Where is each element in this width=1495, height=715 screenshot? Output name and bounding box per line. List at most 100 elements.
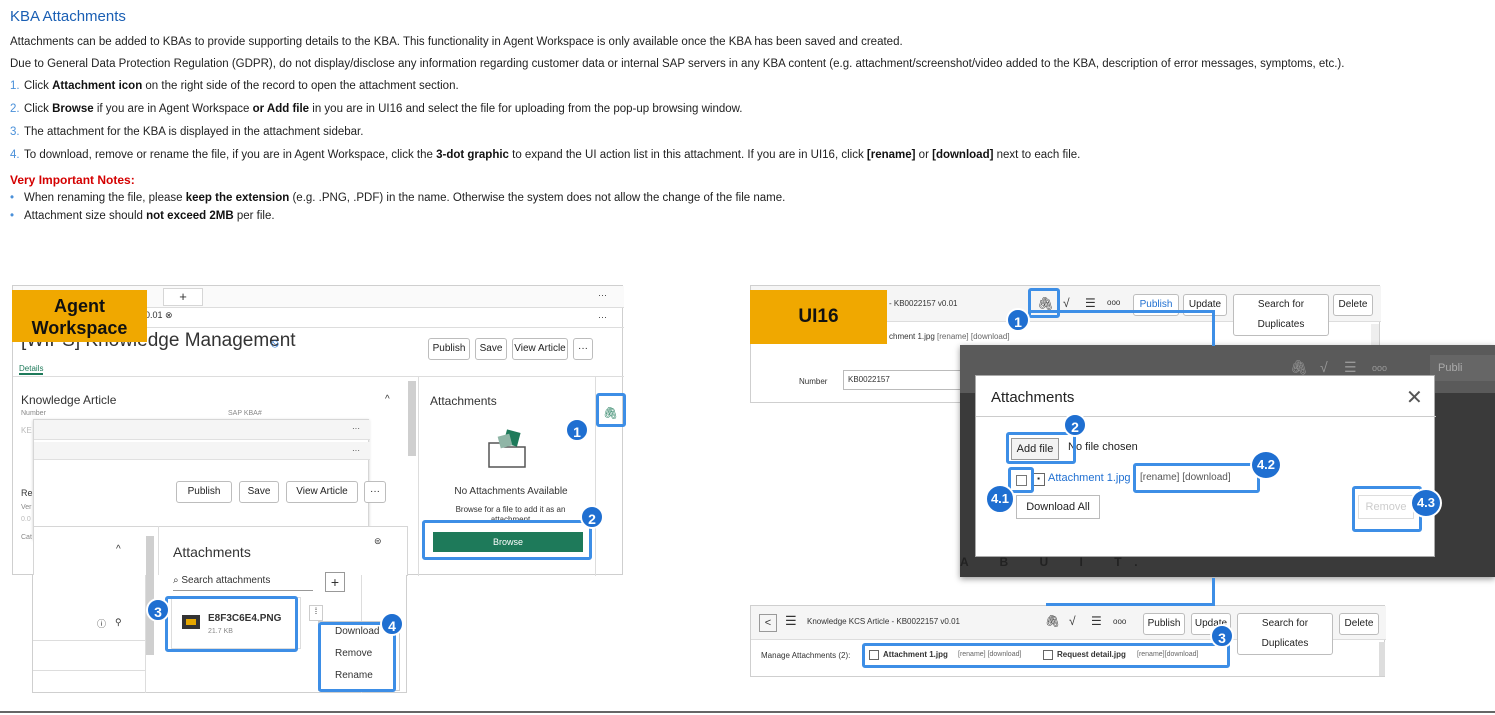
save-button-top[interactable]: Save: [475, 338, 507, 360]
form-scrollbar[interactable]: [408, 381, 416, 456]
panel-side-icon[interactable]: ⊜: [374, 536, 382, 546]
bottom-publish-button[interactable]: Publish: [1143, 613, 1185, 635]
modal-rename-download[interactable]: [rename] [download]: [1140, 472, 1231, 483]
ui16-search-duplicates-button[interactable]: Search for Duplicates: [1233, 294, 1329, 336]
bottom-more-icon[interactable]: ooo: [1113, 617, 1127, 626]
callout-3: 3: [146, 598, 170, 622]
modal-close-icon[interactable]: ✕: [1406, 387, 1423, 409]
view-article-button[interactable]: View Article: [286, 481, 358, 503]
add-attachment-button[interactable]: +: [325, 572, 345, 592]
knowledge-article-title: Knowledge Article: [21, 393, 117, 407]
bottom-activity-icon[interactable]: √: [1069, 614, 1076, 628]
callout-4: 4: [380, 612, 404, 636]
number-field-label: Number: [21, 410, 46, 417]
bottom-file2-icon: [1043, 650, 1053, 660]
menu-rename[interactable]: Rename: [335, 670, 373, 681]
image-file-icon: [182, 615, 200, 629]
overlay-more-1[interactable]: ···: [352, 424, 360, 433]
ui16-label: UI16: [750, 290, 887, 344]
publish-button-top[interactable]: Publish: [428, 338, 470, 360]
collapse-chevron[interactable]: ^: [385, 394, 390, 405]
manage-attachments-label: Manage Attachments (2):: [761, 651, 851, 660]
browse-hint-text: Browse for a file to add it as an attach…: [455, 505, 566, 524]
paperclip-icon[interactable]: 🖇: [1037, 296, 1054, 311]
bottom-search-duplicates-button[interactable]: Search for Duplicates: [1237, 613, 1333, 655]
connector-horizontal-2: [1046, 603, 1215, 606]
hamburger-icon[interactable]: ☰: [785, 613, 797, 628]
attachment-sidebar-icon[interactable]: 🖇: [603, 406, 619, 420]
doc-title: KBA Attachments: [10, 8, 126, 25]
bottom-filter-icon[interactable]: ☰: [1091, 614, 1102, 628]
more-actions-button[interactable]: ···: [364, 481, 386, 503]
callout-ui16-3: 3: [1210, 624, 1234, 648]
search-icon-left[interactable]: ⚲: [115, 617, 122, 627]
highlight-add-file: [1006, 432, 1076, 464]
step-4: 4. To download, remove or rename the fil…: [10, 149, 1081, 161]
attachments-sidebar-title: Attachments: [430, 394, 497, 408]
menu-remove[interactable]: Remove: [335, 648, 373, 659]
bottom-file2-name[interactable]: Request detail.jpg: [1057, 650, 1126, 659]
callout-2: 2: [580, 505, 604, 529]
publish-button[interactable]: Publish: [176, 481, 232, 503]
close-tab-icon[interactable]: ⊗: [165, 310, 173, 320]
collapse-chevron-2[interactable]: ^: [116, 544, 121, 555]
ui16-record-title: - KB0022157 v0.01: [889, 299, 958, 308]
agent-workspace-lower: ⌕ Search attachments + ⓘ ⚲ E8F3C6E4.PNG …: [32, 572, 407, 693]
search-icon: ⌕: [173, 575, 179, 586]
bottom-paperclip-icon[interactable]: 🖇: [1045, 614, 1061, 628]
bottom-file1-name[interactable]: Attachment 1.jpg: [883, 650, 948, 659]
highlight-browse: [422, 520, 592, 560]
ui16-delete-button[interactable]: Delete: [1333, 294, 1373, 316]
add-file-button[interactable]: Add file: [1011, 438, 1059, 460]
attachment-file-name: E8F3C6E4.PNG: [208, 613, 282, 624]
connector-down-1: [1212, 310, 1215, 346]
callout-ui16-2: 2: [1063, 413, 1087, 437]
no-file-chosen-text: No file chosen: [1068, 441, 1138, 453]
bottom-file1-icon: [869, 650, 879, 660]
ui16-screenshot-bottom: < ☰ Knowledge KCS Article - KB0022157 v0…: [750, 605, 1386, 677]
attachment-checkbox[interactable]: [1016, 475, 1027, 486]
bottom-delete-button[interactable]: Delete: [1339, 613, 1379, 635]
tab-strip-more[interactable]: ···: [598, 290, 607, 300]
new-tab-button[interactable]: +: [163, 288, 203, 306]
backdrop-activity-icon: √: [1320, 359, 1328, 375]
highlight-attachment-card: [165, 596, 298, 652]
step-1: 1. Click Attachment icon on the right si…: [10, 80, 459, 92]
connector-down-2: [1212, 578, 1215, 606]
note-1: •When renaming the file, please keep the…: [10, 192, 786, 204]
search-field[interactable]: ⌕ Search attachments: [173, 575, 313, 591]
callout-4-2: 4.2: [1250, 450, 1282, 480]
footer-rule: [0, 711, 1495, 713]
record-tab[interactable]: 3 v0.01 ⊗: [133, 310, 173, 320]
save-button[interactable]: Save: [239, 481, 279, 503]
bottom-file2-links[interactable]: [rename][download]: [1137, 651, 1199, 658]
highlight-action-menu: [318, 622, 396, 692]
browse-button[interactable]: Browse: [433, 532, 583, 552]
three-dot-menu-button[interactable]: ⁞: [309, 605, 323, 621]
filter-icon[interactable]: ☰: [1085, 296, 1096, 310]
ui16-number-field[interactable]: KB0022157: [843, 370, 963, 390]
modal-attachment-name[interactable]: Attachment 1.jpg: [1048, 472, 1131, 484]
menu-download[interactable]: Download: [335, 626, 380, 637]
backdrop-paperclip-icon: 🖇: [1290, 359, 1308, 375]
callout-4-3: 4.3: [1410, 488, 1442, 518]
download-all-button[interactable]: Download All: [1016, 495, 1100, 519]
more-actions-button-top[interactable]: ···: [573, 338, 593, 360]
overlay-more-2[interactable]: ···: [352, 446, 360, 455]
back-button[interactable]: <: [759, 614, 777, 632]
subtab-more[interactable]: ···: [598, 312, 607, 322]
view-article-button-top[interactable]: View Article: [512, 338, 568, 360]
ui16-attachment-row: chment 1.jpg [rename] [download]: [889, 332, 1010, 341]
callout-ui16-1: 1: [1006, 308, 1030, 332]
details-tab[interactable]: Details: [19, 364, 44, 375]
bottom-file1-links[interactable]: [rename] [download]: [958, 651, 1022, 658]
activity-icon[interactable]: √: [1063, 296, 1070, 310]
agent-workspace-screenshot: + ··· 3 v0.01 ⊗ ··· [WIPS] Knowledge Man…: [12, 285, 624, 576]
callout-1: 1: [565, 418, 589, 442]
ui16-number-label: Number: [799, 377, 828, 386]
attachments-panel-overlay: [33, 526, 408, 576]
info-icon[interactable]: ⓘ: [97, 619, 107, 629]
more-icon[interactable]: ooo: [1107, 298, 1121, 307]
sap-kba-field-label: SAP KBA#: [228, 410, 262, 417]
highlight-rename-download: [1133, 463, 1260, 493]
